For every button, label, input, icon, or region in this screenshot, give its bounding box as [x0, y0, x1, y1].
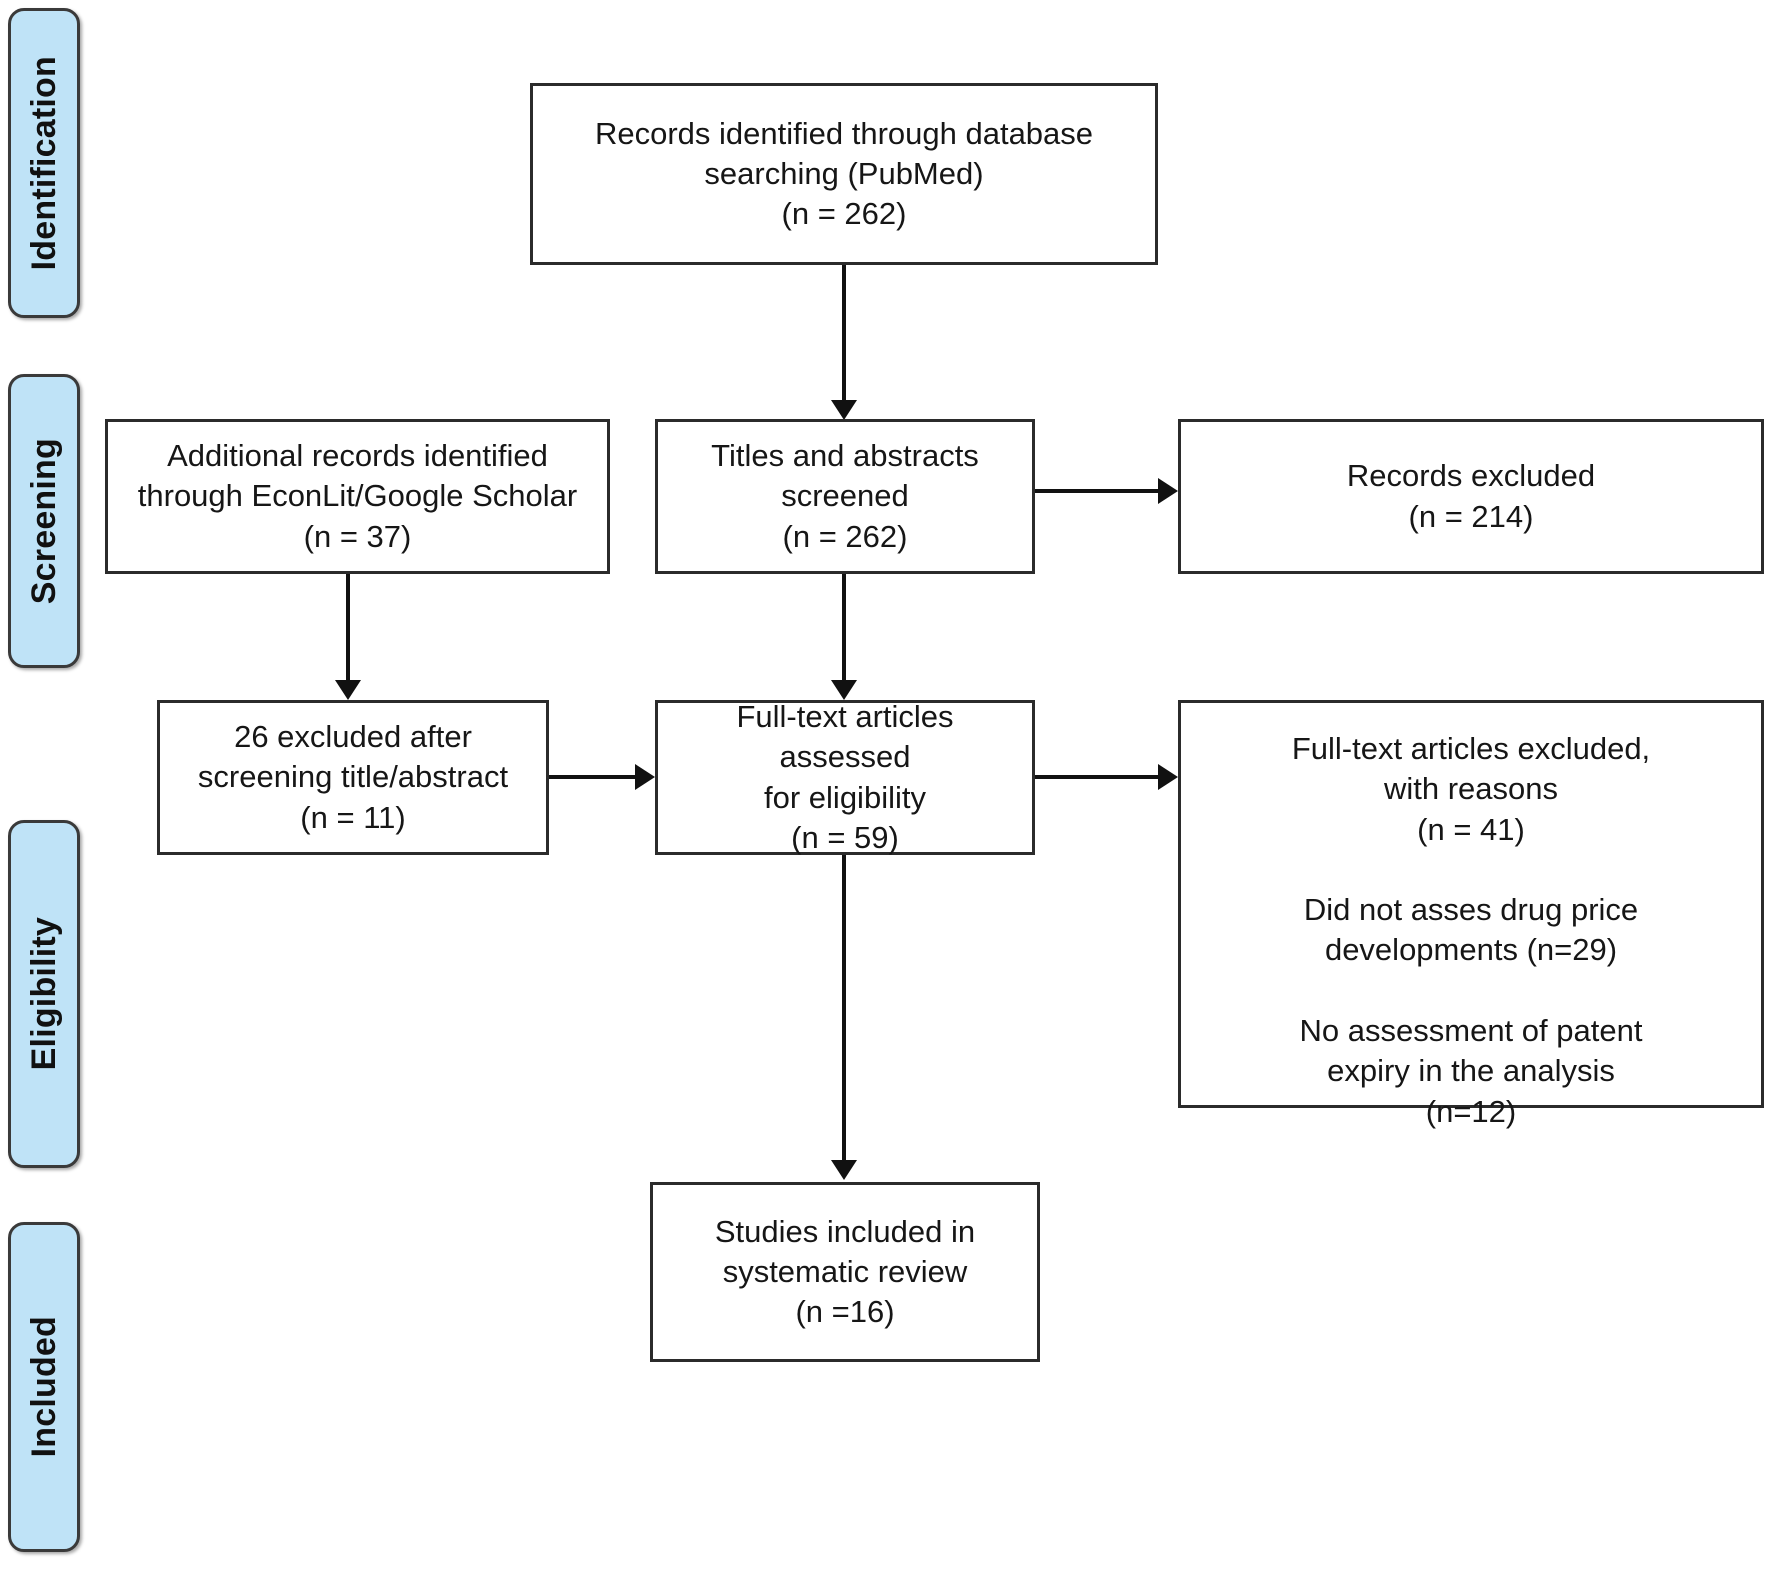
stage-pill-included: Included	[8, 1222, 80, 1552]
connector-excluded-after-to-fulltext	[549, 775, 641, 779]
arrowhead-screened-to-excluded	[1158, 478, 1178, 504]
box-records-excluded: Records excluded (n = 214)	[1178, 419, 1764, 574]
connector-screened-to-excluded	[1035, 489, 1163, 493]
connector-fulltext-to-included	[842, 855, 846, 1165]
box-excluded-after-screening: 26 excluded after screening title/abstra…	[157, 700, 549, 855]
box-records-identified-text: Records identified through database sear…	[594, 115, 1094, 232]
arrowhead-fulltext-to-included	[831, 1160, 857, 1180]
box-titles-screened: Titles and abstracts screened (n = 262)	[655, 419, 1035, 574]
box-additional-records-text: Additional records identified through Ec…	[137, 438, 578, 554]
stage-label-included: Included	[24, 1316, 63, 1458]
arrowhead-identified-to-screened	[831, 400, 857, 420]
stage-pill-identification: Identification	[8, 8, 80, 318]
stage-pill-eligibility: Eligibility	[8, 820, 80, 1168]
box-fulltext-excluded-text: Full-text articles excluded, with reason…	[1291, 731, 1651, 1129]
connector-fulltext-to-excluded	[1035, 775, 1163, 779]
box-titles-screened-text: Titles and abstracts screened (n = 262)	[711, 438, 979, 554]
arrowhead-excluded-after-to-fulltext	[635, 764, 655, 790]
arrowhead-additional-to-excluded-after	[335, 680, 361, 700]
stage-label-screening: Screening	[24, 437, 63, 605]
connector-identified-to-screened	[842, 265, 846, 405]
stage-label-eligibility: Eligibility	[24, 917, 63, 1071]
box-records-excluded-text: Records excluded (n = 214)	[1346, 458, 1596, 534]
stage-label-identification: Identification	[24, 55, 63, 271]
box-excluded-after-screening-text: 26 excluded after screening title/abstra…	[197, 719, 509, 835]
box-studies-included: Studies included in systematic review (n…	[650, 1182, 1040, 1362]
connector-screened-to-fulltext	[842, 574, 846, 684]
connector-additional-to-excluded-after	[346, 574, 350, 684]
box-additional-records: Additional records identified through Ec…	[105, 419, 610, 574]
box-fulltext-assessed-text: Full-text articles assessed for eligibil…	[736, 698, 954, 855]
arrowhead-fulltext-to-excluded	[1158, 764, 1178, 790]
stage-pill-screening: Screening	[8, 374, 80, 668]
box-fulltext-excluded: Full-text articles excluded, with reason…	[1178, 700, 1764, 1129]
box-fulltext-assessed: Full-text articles assessed for eligibil…	[655, 698, 1035, 855]
box-studies-included-text: Studies included in systematic review (n…	[714, 1213, 976, 1330]
box-records-identified: Records identified through database sear…	[530, 83, 1158, 265]
arrowhead-screened-to-fulltext	[831, 680, 857, 700]
